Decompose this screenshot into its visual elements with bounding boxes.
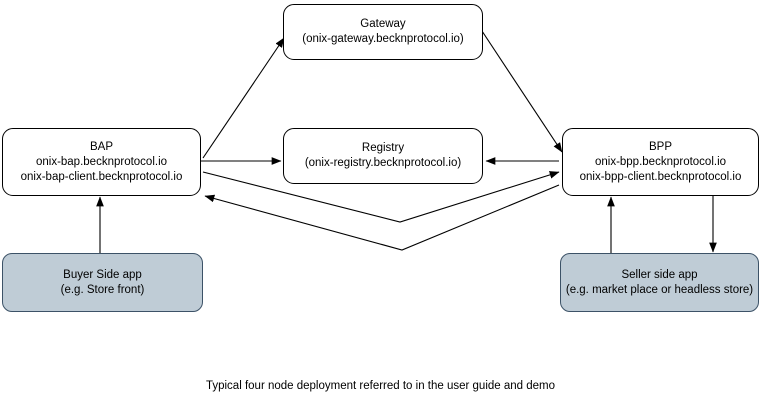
node-bpp[interactable]: BPP onix-bpp.becknprotocol.io onix-bpp-c… (562, 128, 759, 196)
node-bap[interactable]: BAP onix-bap.becknprotocol.io onix-bap-c… (2, 128, 201, 196)
edge-bap-to-gateway (202, 37, 285, 159)
node-seller-side-app-title: Seller side app (621, 268, 698, 281)
node-seller-side-app-subtitle: (e.g. market place or headless store) (565, 283, 754, 296)
node-registry-title: Registry (361, 142, 405, 154)
diagram-caption: Typical four node deployment referred to… (205, 380, 556, 392)
edge-gateway-to-bpp (481, 30, 563, 153)
node-bap-subtitle: onix-bap.becknprotocol.io (35, 155, 168, 168)
node-seller-side-app[interactable]: Seller side app (e.g. market place or he… (560, 253, 759, 312)
node-bap-title: BAP (89, 140, 113, 153)
node-gateway-subtitle: (onix-gateway.becknprotocol.io) (302, 33, 464, 45)
node-bpp-title: BPP (648, 140, 672, 153)
node-buyer-side-app-subtitle: (e.g. Store front) (60, 283, 145, 296)
edge-bpp-to-bap (204, 184, 560, 251)
node-gateway-title: Gateway (360, 18, 406, 30)
node-buyer-side-app-title: Buyer Side app (63, 268, 142, 281)
node-bpp-subtitle-2: onix-bpp-client.becknprotocol.io (579, 170, 742, 183)
node-bap-subtitle-2: onix-bap-client.becknprotocol.io (20, 170, 183, 183)
node-registry-subtitle: (onix-registry.becknprotocol.io) (304, 157, 462, 169)
node-buyer-side-app[interactable]: Buyer Side app (e.g. Store front) (2, 253, 203, 312)
node-bpp-subtitle: onix-bpp.becknprotocol.io (594, 155, 727, 168)
node-registry[interactable]: Registry (onix-registry.becknprotocol.io… (283, 128, 483, 184)
node-gateway[interactable]: Gateway (onix-gateway.becknprotocol.io) (283, 4, 483, 60)
